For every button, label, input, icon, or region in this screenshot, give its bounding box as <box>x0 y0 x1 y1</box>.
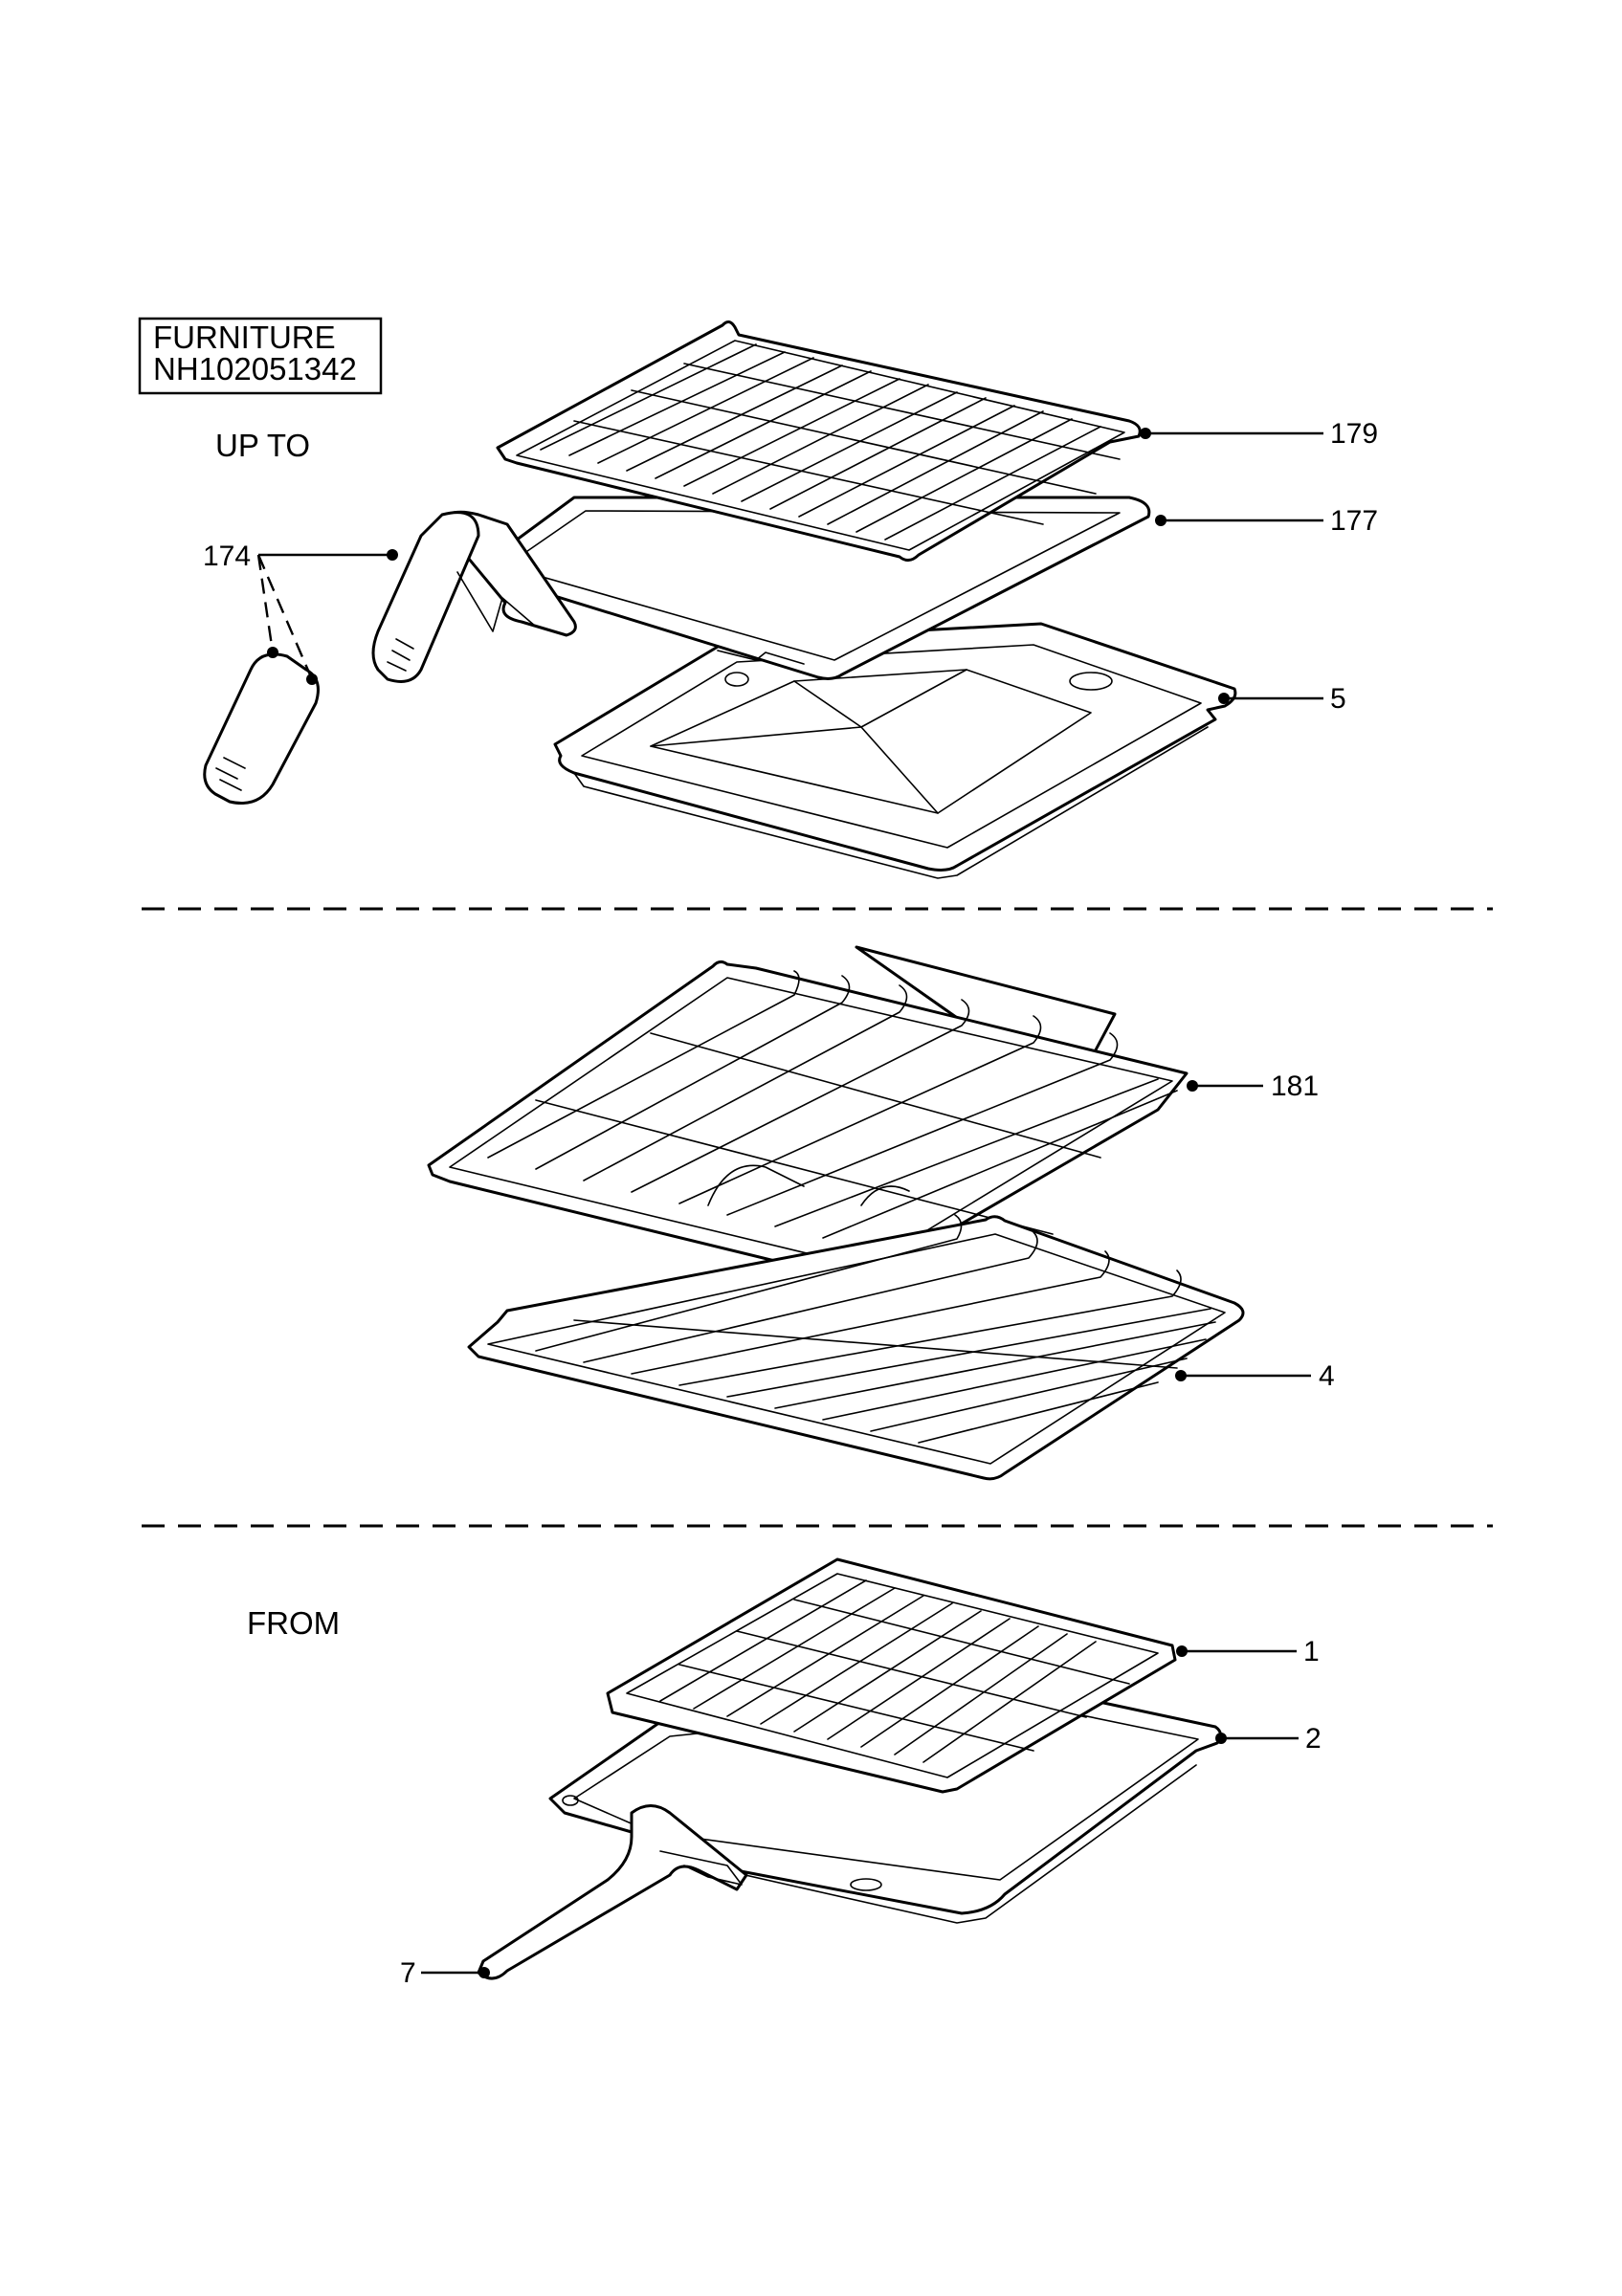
title-line-2: NH102051342 <box>153 351 357 386</box>
grill-handle-7 <box>477 1804 748 1980</box>
title-box: FURNITURE NH102051342 <box>138 317 383 395</box>
callout-174: 174 <box>203 541 398 685</box>
enamel-tray-177 <box>481 496 1151 680</box>
callout-7: 7 <box>400 1957 490 1989</box>
section-label-from: FROM <box>247 1605 340 1641</box>
callout-181: 181 <box>1187 1071 1319 1102</box>
baking-tray-5 <box>553 622 1237 879</box>
callout-label-5: 5 <box>1330 683 1346 715</box>
callout-label-4: 4 <box>1319 1360 1335 1392</box>
callout-179: 179 <box>1140 418 1378 450</box>
wire-shelf-4 <box>467 1214 1245 1481</box>
callout-177: 177 <box>1155 505 1378 537</box>
callout-label-1: 1 <box>1303 1636 1320 1667</box>
tray-handle-174-main <box>371 510 577 683</box>
callout-2: 2 <box>1215 1723 1322 1755</box>
callout-1: 1 <box>1176 1636 1320 1667</box>
callout-label-177: 177 <box>1330 505 1378 537</box>
callout-label-181: 181 <box>1271 1071 1319 1102</box>
roasting-rack-181 <box>427 945 1189 1284</box>
callout-4: 4 <box>1175 1360 1335 1392</box>
callout-label-174: 174 <box>203 541 251 572</box>
callout-label-2: 2 <box>1305 1723 1322 1755</box>
callout-label-179: 179 <box>1330 418 1378 450</box>
grill-grid-1 <box>606 1557 1177 1794</box>
callout-5: 5 <box>1218 683 1346 715</box>
tray-handle-174-detached <box>203 652 320 805</box>
section-label-up-to: UP TO <box>215 428 310 463</box>
title-line-1: FURNITURE <box>153 320 336 355</box>
callout-label-7: 7 <box>400 1957 416 1989</box>
wire-shelf-179 <box>496 320 1142 562</box>
